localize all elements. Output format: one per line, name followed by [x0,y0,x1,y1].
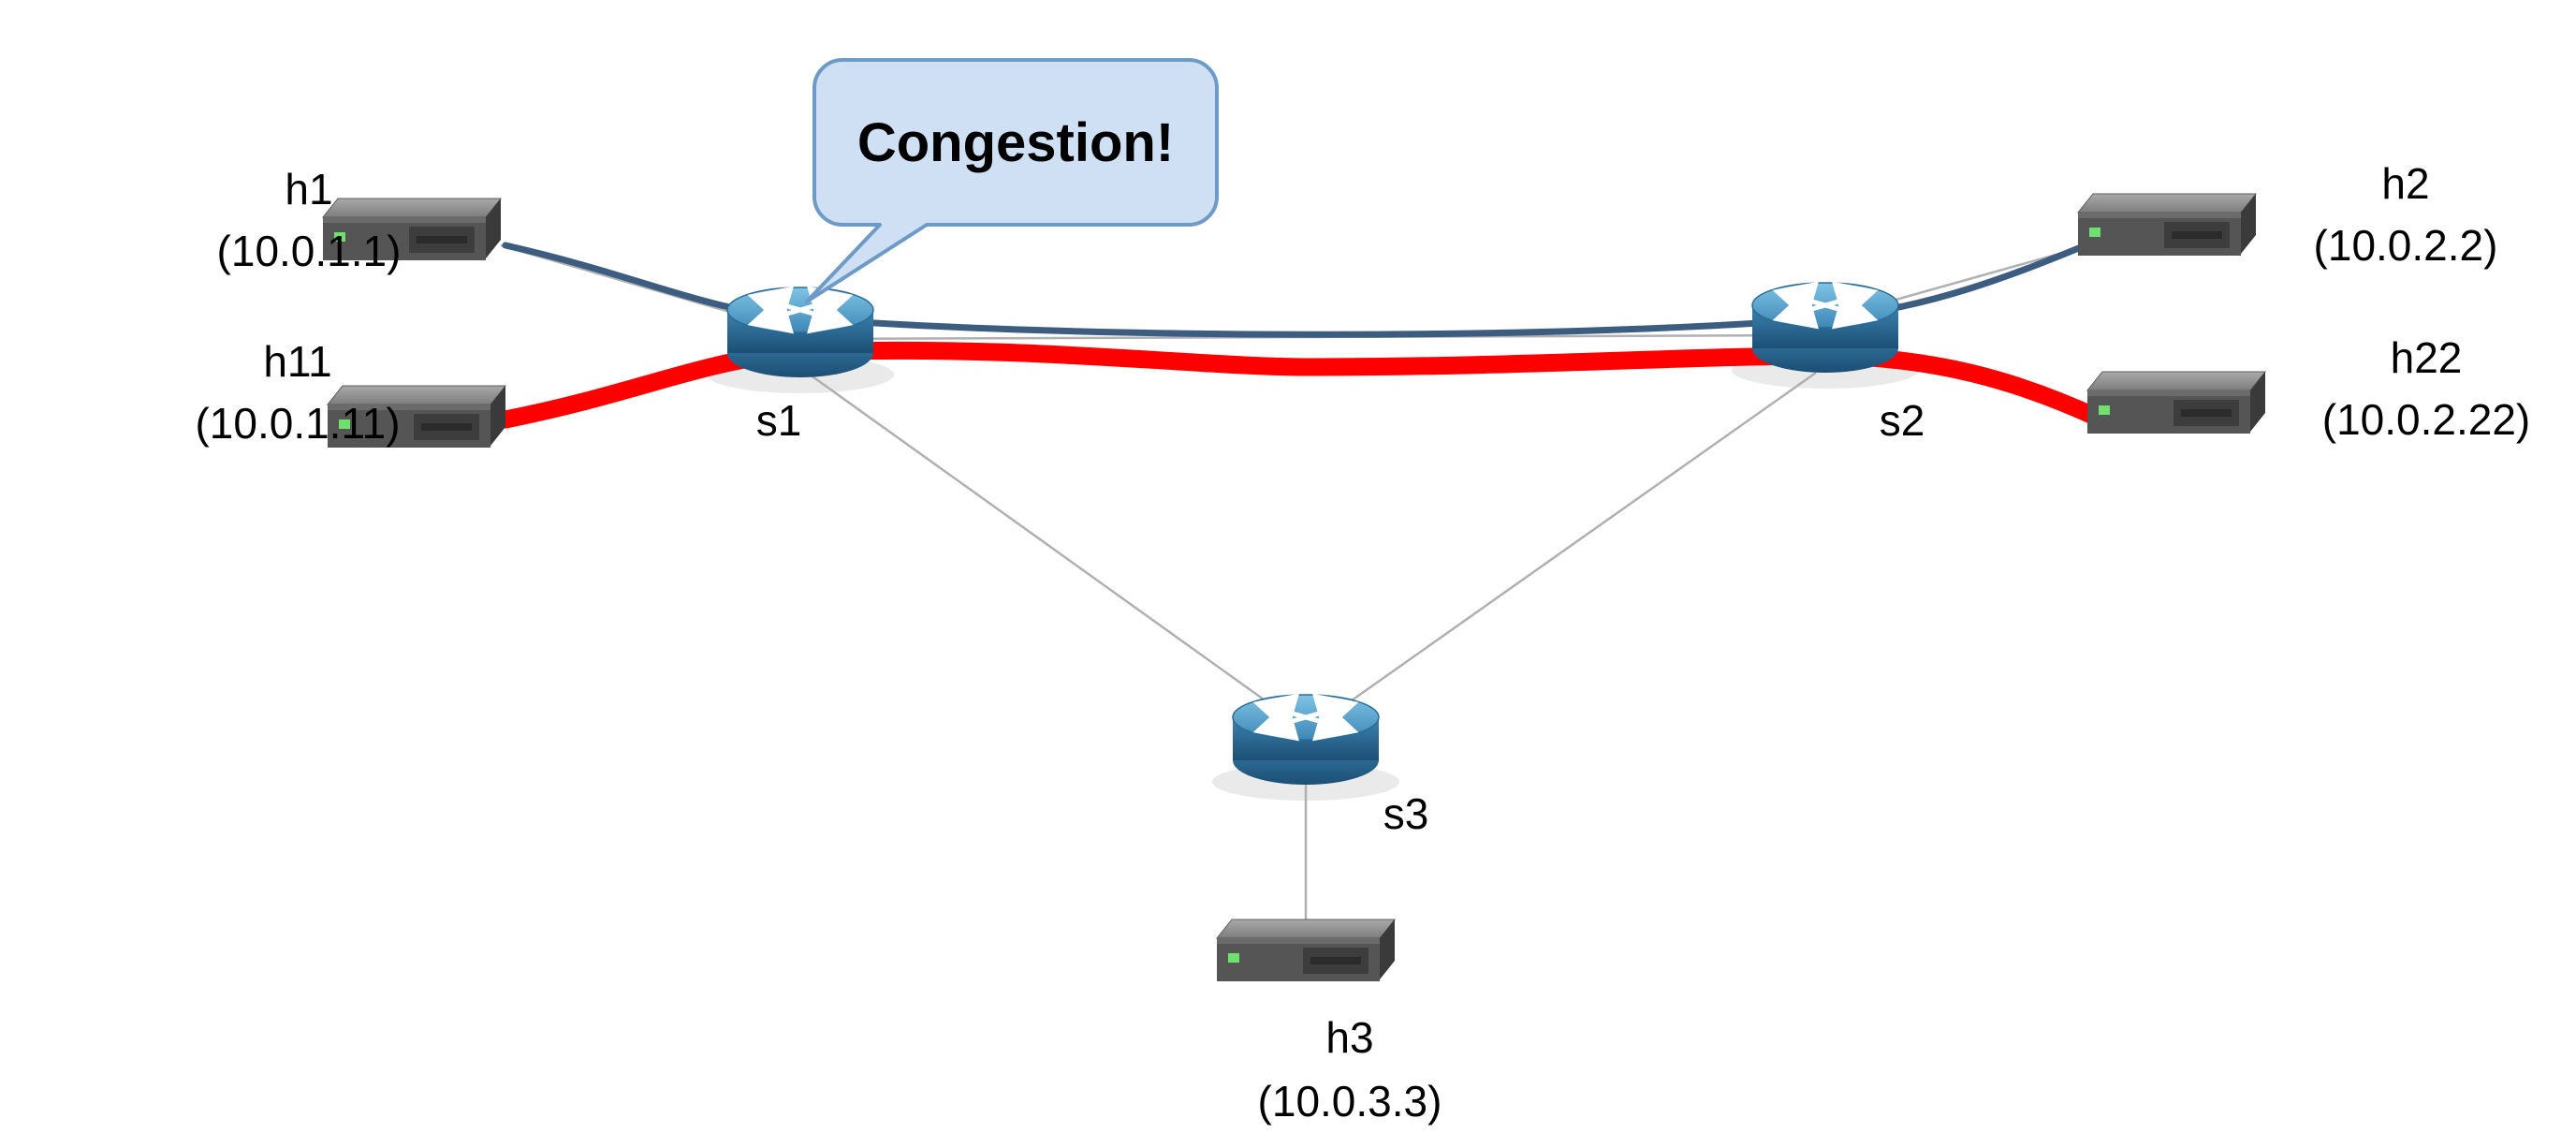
switch-label-s2: s2 [1880,396,1925,445]
link-s2-s3 [1319,371,1817,725]
host-label-h2: h2 [2381,159,2429,208]
host-ip-h11: (10.0.1.11) [195,399,400,448]
server-icon-h22 [2086,371,2266,434]
congestion-callout: Congestion! [805,58,1219,303]
host-label-h1: h1 [285,165,332,213]
router-icon-s3 [1233,695,1379,785]
router-icon-s1 [727,287,873,377]
host-label-h22: h22 [2391,333,2463,382]
host-ip-h2: (10.0.2.2) [2314,221,2498,270]
callout-text: Congestion! [857,112,1174,173]
normal-flow-path [502,238,2099,338]
server-icon-h2 [2077,193,2257,257]
link-s1-s3 [809,373,1297,725]
switch-label-s1: s1 [756,396,802,445]
host-label-h11: h11 [263,337,331,386]
host-ip-h1: (10.0.1.1) [217,227,402,275]
router-icon-s2 [1752,283,1898,373]
callout-bubble-shape [805,58,1219,303]
host-label-h3: h3 [1325,1013,1373,1062]
switch-label-s3: s3 [1383,789,1429,838]
host-ip-h3: (10.0.3.3) [1258,1077,1442,1126]
server-icon-h3 [1216,919,1396,982]
host-ip-h22: (10.0.2.22) [2322,395,2530,444]
